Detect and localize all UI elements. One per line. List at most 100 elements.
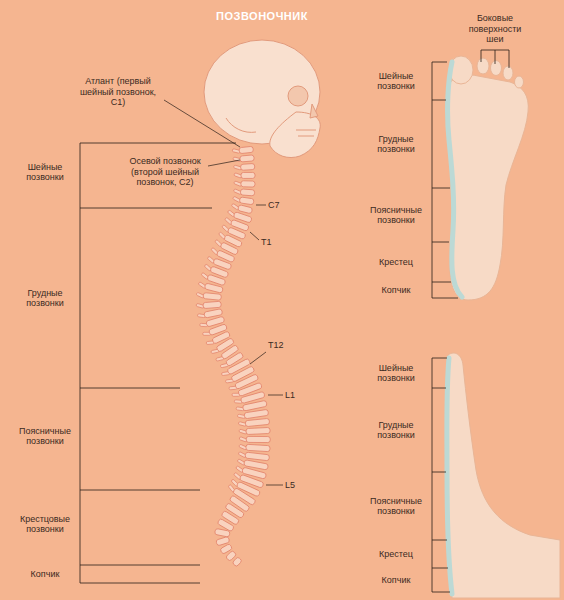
vertebra-body — [241, 181, 255, 187]
vertebra — [237, 459, 268, 470]
sole-outline — [446, 75, 528, 300]
foot-outline — [446, 353, 561, 598]
bracket-tick — [432, 592, 450, 593]
region-label: Шейные позвонки — [366, 71, 426, 92]
vertebra-body — [238, 205, 253, 214]
vertebra — [198, 282, 223, 294]
toe — [503, 66, 513, 80]
vertebra — [232, 146, 253, 153]
vertebra — [234, 172, 255, 178]
vertebra — [233, 189, 254, 196]
vertebra — [237, 409, 268, 419]
vertebra-marker: T12 — [268, 340, 284, 350]
spine-guide — [212, 148, 258, 566]
bracket-tick — [432, 388, 446, 389]
foot-sole-drawing — [446, 56, 528, 300]
toe — [515, 76, 524, 88]
nose — [310, 104, 318, 118]
region-label: Грудные позвонки — [14, 288, 76, 309]
bracket-line — [432, 62, 433, 298]
vertebra — [231, 203, 252, 214]
bracket-tick — [432, 188, 450, 189]
vertebra — [196, 301, 221, 308]
vertebra-marker: L1 — [285, 390, 295, 400]
vertebra-marker: T1 — [261, 237, 272, 247]
leader-line — [268, 395, 283, 396]
vertebra-body — [244, 409, 269, 419]
foot-side-drawing — [446, 353, 561, 598]
region-label: Боковые поверхности шеи — [462, 13, 528, 44]
vertebra — [233, 196, 254, 205]
vertebra-marker: C7 — [268, 200, 280, 210]
jaw — [270, 112, 320, 158]
diagram-title: ПОЗВОНОЧНИК — [216, 10, 308, 22]
bracket-tick — [432, 568, 448, 569]
leader-line — [266, 485, 283, 486]
vertebra — [232, 557, 242, 567]
skull-drawing — [204, 40, 320, 158]
bracket-tick — [80, 388, 180, 389]
bracket-tick — [80, 490, 200, 491]
vertebra — [238, 418, 269, 426]
vertebra — [233, 164, 254, 171]
region-label: Крестец — [366, 257, 426, 267]
region-label: Осевой позвонок (второй шейный позвонок,… — [123, 156, 207, 187]
bracket-tick — [432, 242, 449, 243]
vertebra-body — [214, 528, 230, 537]
toe — [477, 58, 489, 74]
vertebra-body — [204, 283, 223, 293]
region-label: Шейные позвонки — [366, 363, 426, 384]
bracket-tick — [80, 583, 200, 584]
vertebra-body — [239, 146, 254, 153]
bracket-tick — [432, 282, 451, 283]
vertebra — [239, 427, 270, 434]
bracket-tick — [495, 50, 496, 64]
region-label: Поясничные позвонки — [366, 496, 426, 517]
spine-drawing — [196, 146, 270, 567]
vertebra-body — [203, 301, 221, 308]
leader-line — [250, 352, 266, 364]
skull-base — [226, 118, 256, 132]
vertebra — [196, 292, 221, 300]
region-label: Шейные позвонки — [14, 162, 76, 183]
bracket-tick — [432, 298, 458, 299]
region-label: Копчик — [14, 569, 76, 579]
vertebra-body — [246, 427, 270, 434]
bracket — [432, 358, 450, 592]
region-label: Грудные позвонки — [366, 134, 426, 155]
bracket — [432, 50, 509, 298]
bracket-tick — [432, 472, 446, 473]
bracket-line — [80, 143, 81, 583]
vertebra — [239, 436, 270, 442]
leader-line — [164, 100, 240, 147]
vertebra — [201, 272, 226, 285]
region-label: Крестцовые позвонки — [14, 514, 76, 535]
vertebra — [238, 452, 269, 461]
region-label: Поясничные позвонки — [366, 205, 426, 226]
vertebra — [204, 264, 229, 278]
region-label: Атлант (первый шейный позвонок, C1) — [76, 76, 160, 107]
leader-line — [250, 232, 259, 240]
bracket-tick — [432, 62, 447, 63]
vertebra-body — [246, 444, 270, 451]
orbit — [288, 86, 308, 106]
spine-reflex-zone — [448, 62, 462, 297]
vertebra-body — [246, 436, 270, 442]
bracket-tick — [432, 540, 447, 541]
region-label: Крестец — [366, 549, 426, 559]
region-label: Поясничные позвонки — [14, 426, 76, 447]
bracket-tick — [432, 358, 447, 359]
vertebra-body — [240, 155, 254, 162]
vertebra — [214, 528, 230, 537]
bracket — [80, 143, 236, 583]
vertebra-body — [239, 197, 254, 205]
teeth — [296, 130, 316, 136]
vertebra-body — [245, 452, 270, 461]
vertebra-body — [232, 557, 242, 567]
vertebra-body — [242, 400, 267, 411]
vertebra — [239, 444, 270, 452]
bracket-tick — [80, 565, 200, 566]
vertebra-body — [241, 172, 255, 178]
region-label: Копчик — [366, 285, 426, 295]
